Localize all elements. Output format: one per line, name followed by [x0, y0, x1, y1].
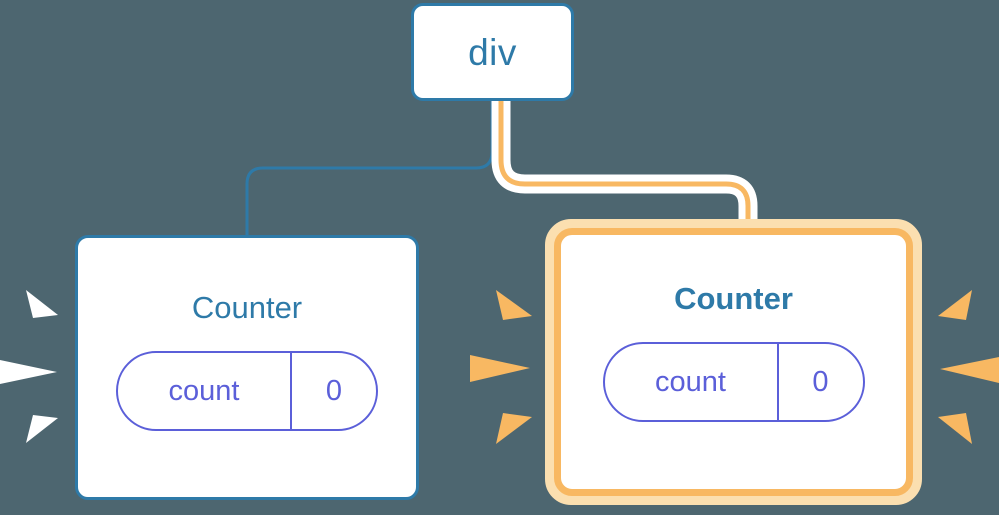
spark-orange-left-middle: [470, 355, 530, 382]
state-pill-left[interactable]: count 0: [116, 351, 378, 431]
spark-orange-left-bottom: [496, 413, 532, 444]
state-pill-right[interactable]: count 0: [602, 342, 865, 422]
edge-div-to-counter-right: [498, 101, 751, 232]
state-key-right: count: [655, 365, 726, 398]
spark-orange-right-middle: [940, 357, 999, 383]
edge-div-to-counter-left: [245, 101, 494, 237]
spark-white-bottom: [26, 415, 58, 443]
component-card-counter-left[interactable]: Counter count 0: [75, 235, 419, 500]
spark-orange-right-bottom: [938, 413, 972, 444]
component-title-left: Counter: [191, 290, 303, 325]
spark-white-middle: [0, 360, 57, 384]
spark-white-top: [26, 290, 58, 318]
state-key-left: count: [168, 374, 240, 407]
component-title-right: Counter: [674, 281, 793, 316]
state-value-left: 0: [290, 353, 376, 429]
component-card-highlight-ring: Counter count 0: [554, 228, 913, 496]
component-card-counter-right[interactable]: Counter count 0: [545, 219, 922, 505]
state-value-right: 0: [776, 344, 863, 420]
spark-orange-right-top: [938, 290, 972, 320]
node-div-label: div: [468, 31, 517, 73]
component-card-body: Counter count 0: [561, 235, 906, 489]
spark-orange-left-top: [496, 290, 532, 320]
node-div[interactable]: div: [411, 3, 574, 101]
component-card-body: Counter count 0: [78, 238, 416, 497]
